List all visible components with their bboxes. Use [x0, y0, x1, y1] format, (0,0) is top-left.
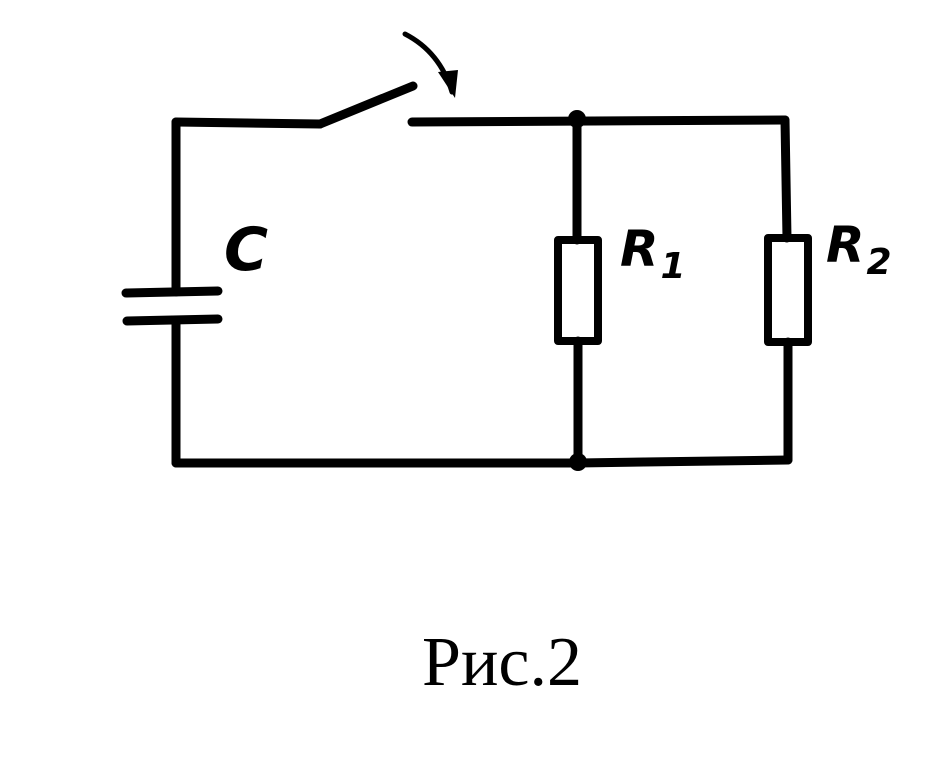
- r1-label-sub: 1: [661, 246, 686, 287]
- bottom-wire: [171, 455, 793, 468]
- r2-label: R2: [826, 216, 892, 283]
- capacitor-bottom-plate: [122, 314, 223, 326]
- switch-arrow-head: [438, 70, 458, 98]
- switch: [315, 31, 458, 129]
- resistor-r2-branch: [764, 115, 812, 465]
- figure-caption: Рис.2: [422, 624, 582, 701]
- r2-label-main: R: [826, 216, 865, 274]
- top-left-wire: [171, 117, 325, 129]
- r1-label: R1: [620, 220, 686, 287]
- capacitor-top-plate: [121, 286, 223, 298]
- capacitor-label: C: [224, 215, 268, 285]
- resistor-r1: [554, 236, 602, 345]
- top-right-wire: [407, 115, 790, 127]
- switch-blade: [315, 81, 418, 129]
- capacitor: [121, 286, 223, 326]
- junction-top: [568, 110, 586, 128]
- r1-label-main: R: [620, 220, 659, 278]
- resistor-r1-branch: [554, 115, 602, 468]
- junction-bottom: [569, 453, 587, 471]
- r2-label-sub: 2: [867, 242, 892, 283]
- r2-upper-lead: [780, 115, 792, 243]
- resistor-r2: [764, 234, 812, 346]
